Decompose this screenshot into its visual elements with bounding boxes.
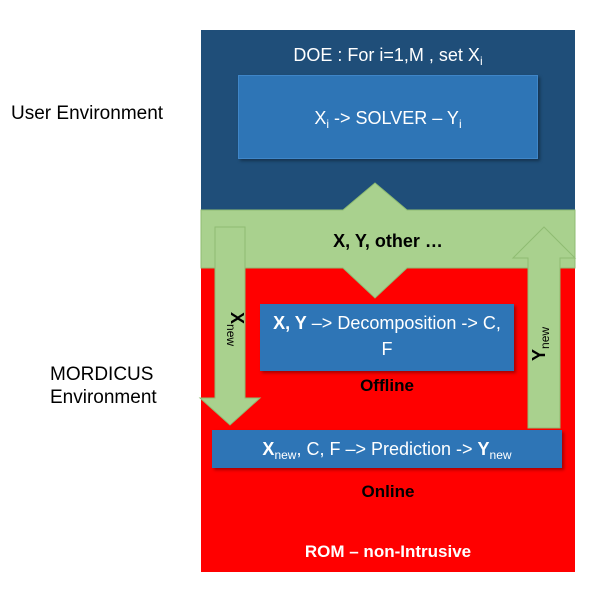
solver-x: X: [314, 108, 327, 128]
mordicus-label-line1: MORDICUS: [50, 364, 154, 385]
prediction-y: Y: [477, 439, 490, 459]
decomposition-box: X, Y –> Decomposition -> C, F: [260, 304, 514, 371]
x-new-main: X: [227, 312, 247, 325]
prediction-box: Xnew, C, F –> Prediction -> Ynew: [212, 430, 562, 468]
data-band-shape: [200, 182, 576, 299]
solver-x-subscript: i: [326, 117, 330, 131]
solver-box: Xi -> SOLVER – Yi: [238, 75, 538, 159]
decomposition-text: –> Decomposition -> C, F: [306, 313, 501, 359]
doe-title-text: DOE : For i=1,M , set X: [293, 45, 480, 65]
decomposition-inputs: X, Y: [273, 313, 307, 333]
x-new-subscript: new: [224, 324, 238, 347]
doe-title-subscript: i: [479, 54, 483, 68]
x-new-label: Xnew: [218, 312, 248, 352]
solver-text: -> SOLVER – Y: [329, 108, 459, 128]
y-new-subscript: new: [538, 326, 552, 349]
prediction-text: , C, F –> Prediction ->: [296, 439, 478, 459]
y-new-main: Y: [529, 348, 549, 361]
prediction-x: X: [262, 439, 275, 459]
x-new-down-arrow: [198, 226, 262, 426]
offline-label: Offline: [360, 376, 414, 395]
solver-y-subscript: i: [458, 117, 462, 131]
mordicus-environment-label: MORDICUS Environment: [50, 363, 157, 409]
online-label: Online: [361, 482, 415, 501]
prediction-y-subscript: new: [489, 448, 512, 462]
doe-title: DOE : For i=1,M , set Xi: [201, 42, 575, 68]
data-band-label: X, Y, other …: [333, 231, 443, 251]
mordicus-label-line2: Environment: [50, 387, 157, 408]
y-new-up-arrow: [511, 226, 577, 429]
y-new-label: Ynew: [526, 317, 556, 361]
prediction-x-subscript: new: [274, 448, 297, 462]
user-environment-label: User Environment: [11, 103, 164, 124]
rom-label: ROM – non-Intrusive: [304, 542, 472, 561]
